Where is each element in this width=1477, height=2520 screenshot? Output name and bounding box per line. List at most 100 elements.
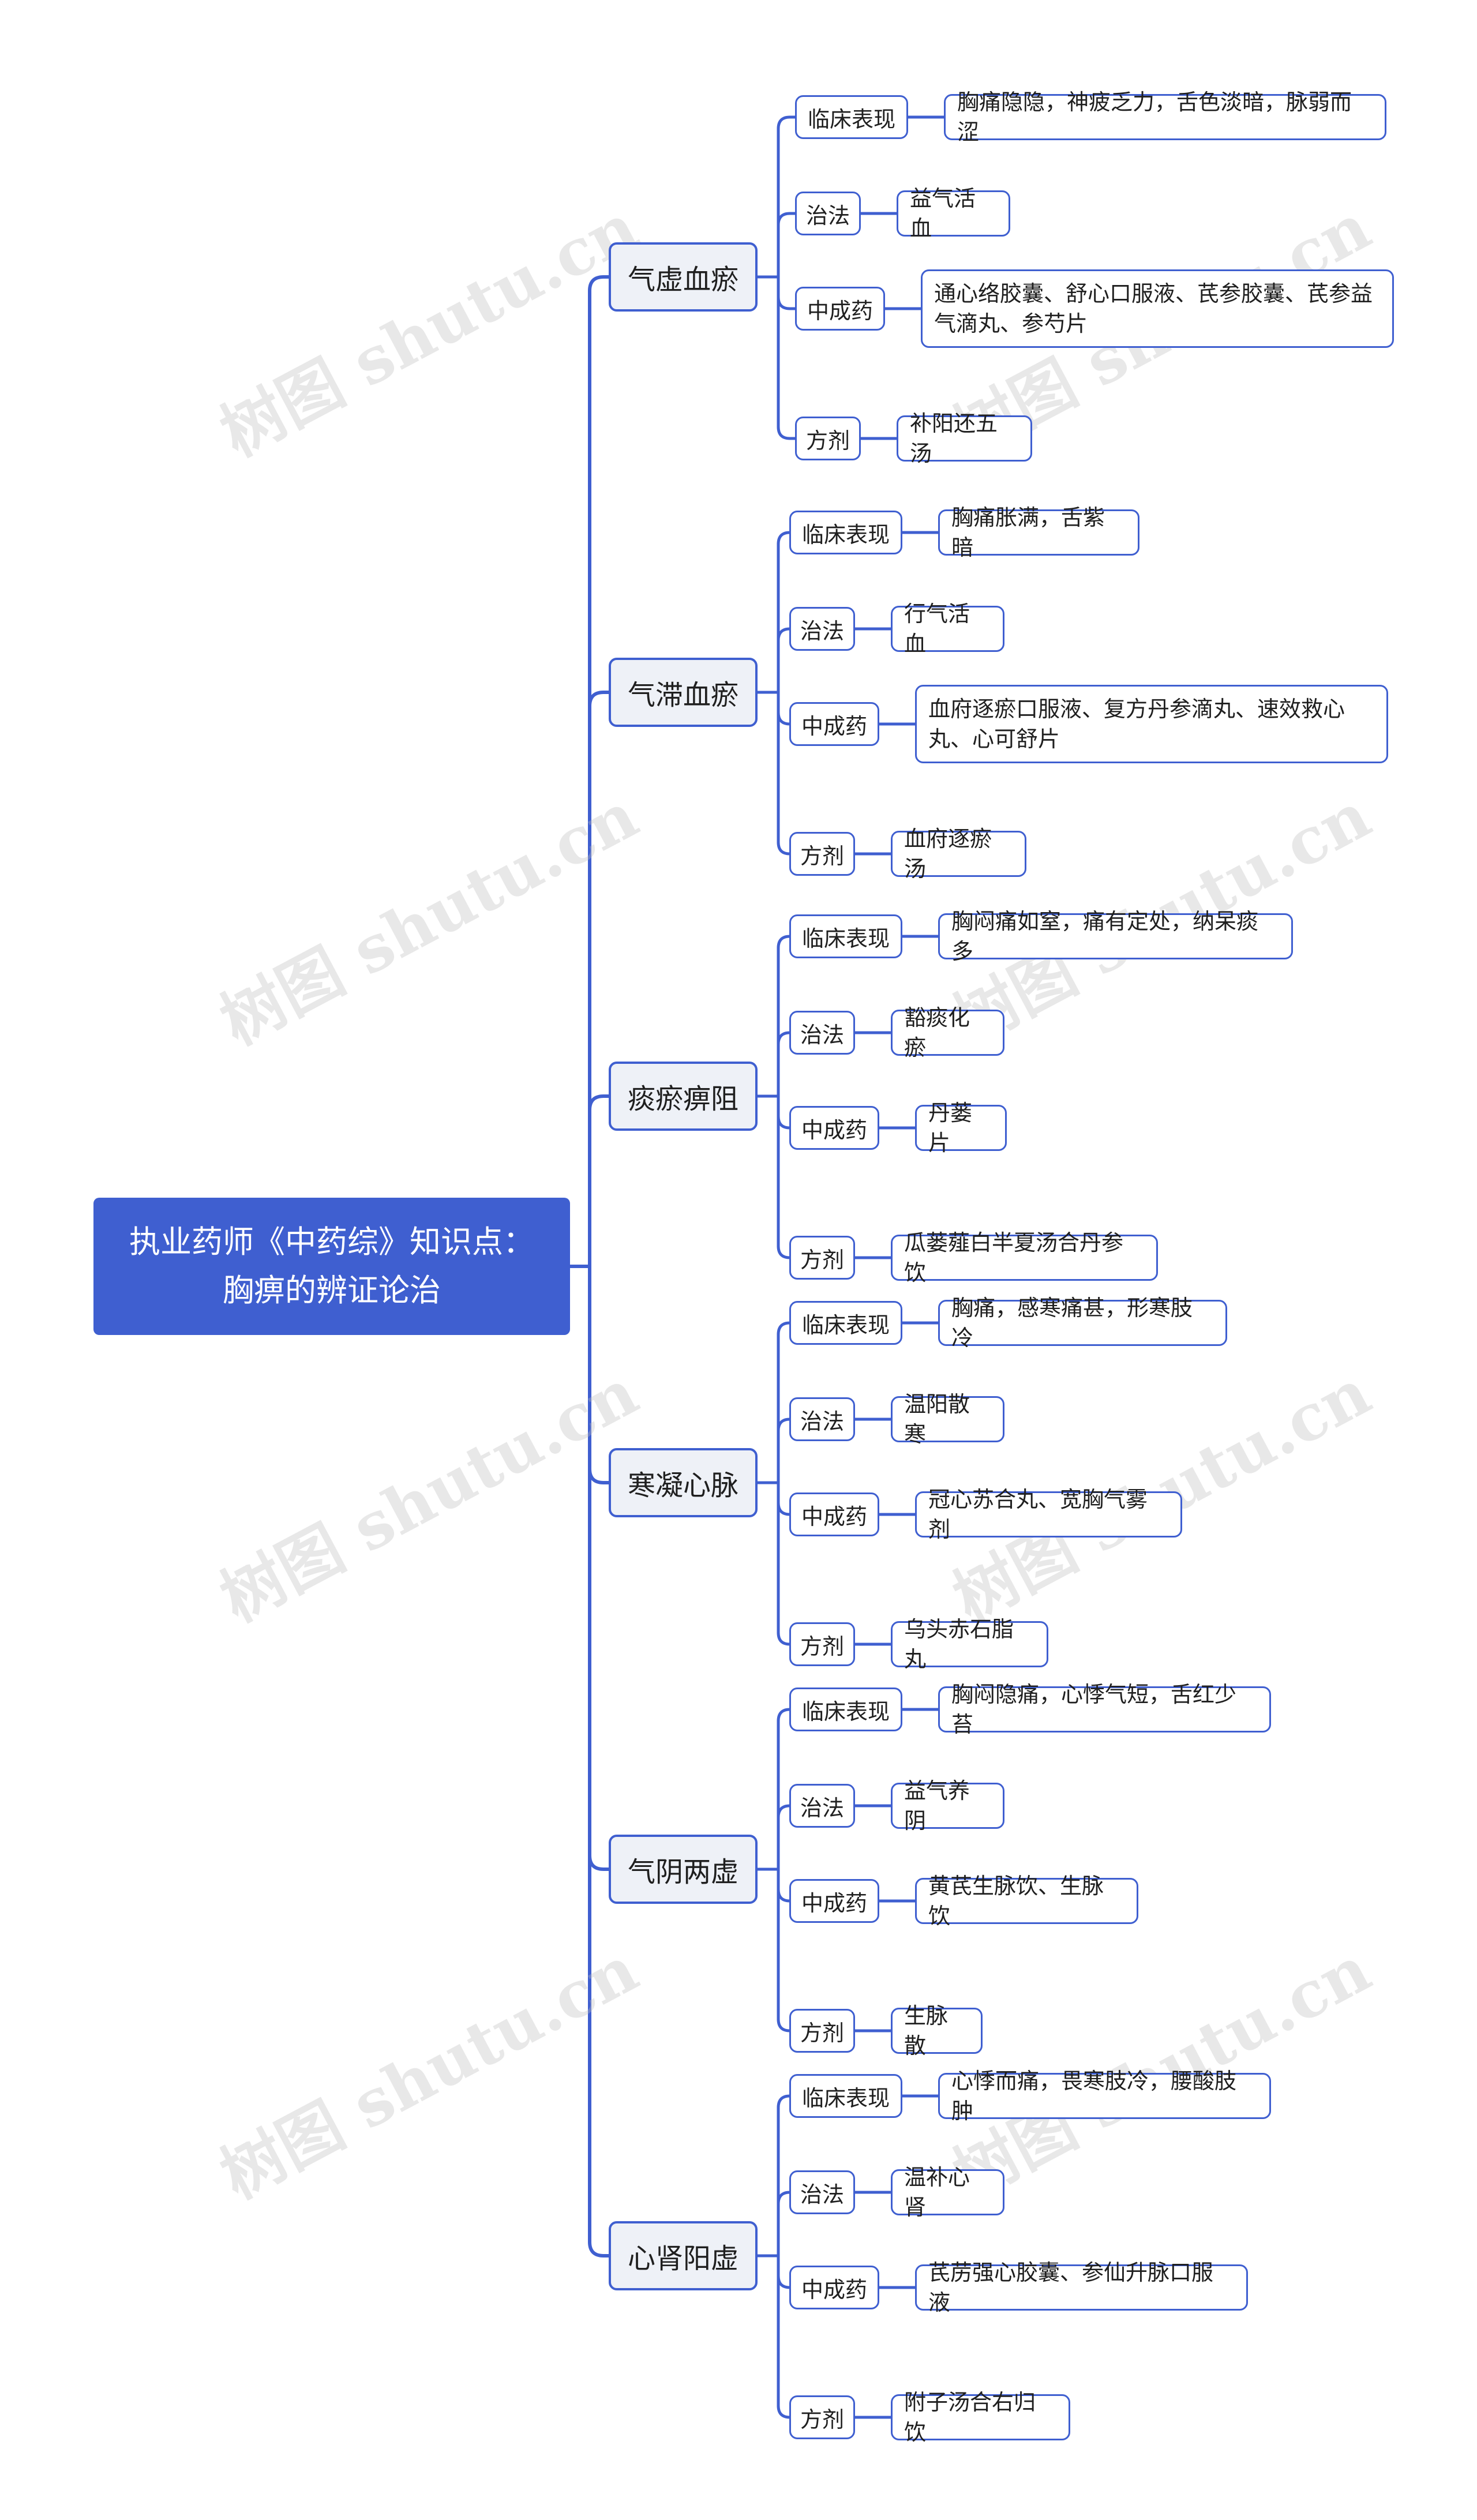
branch-1-item-1-label[interactable]: 临床表现	[795, 95, 908, 139]
branch-1-item-4-label[interactable]: 方剂	[795, 417, 861, 460]
connector-line	[777, 1094, 791, 1130]
branch-2-item-2-label[interactable]: 治法	[789, 607, 855, 651]
connector-line	[777, 1804, 791, 1871]
branch-6-item-1-label-text: 临床表现	[801, 2085, 890, 2111]
branch-1-item-4-label-text: 方剂	[805, 427, 850, 453]
branch-4-item-3-label[interactable]: 中成药	[789, 1492, 879, 1536]
branch-5-item-2-value[interactable]: 益气养阴	[891, 1778, 1004, 1833]
branch-5[interactable]: 气阴两虚	[609, 1835, 758, 1904]
branch-5-item-3-label[interactable]: 中成药	[789, 1879, 879, 1923]
branch-5-item-3-value-text: 黄芪生脉饮、生脉饮	[928, 1873, 1104, 1929]
branch-3-item-4-value[interactable]: 瓜蒌薤白半夏汤合丹参饮	[891, 1230, 1158, 1285]
branch-2-item-4-value-text: 血府逐瘀汤	[904, 826, 992, 882]
branch-1-item-2-label-text: 治法	[805, 202, 850, 228]
branch-2-item-2-value[interactable]: 行气活血	[891, 601, 1004, 657]
branch-6-item-1-value-text: 心悸而痛，畏寒肢冷，腰酸肢肿	[951, 2068, 1237, 2124]
branch-5-item-4-value[interactable]: 生脉散	[891, 2003, 983, 2058]
branch-4-item-2-label[interactable]: 治法	[789, 1397, 855, 1441]
branch-4-item-4-value[interactable]: 乌头赤石脂丸	[891, 1617, 1048, 1672]
branch-6-item-4-label[interactable]: 方剂	[789, 2395, 855, 2439]
branch-1-item-1-value[interactable]: 胸痛隐隐，神疲乏力，舌色淡暗，脉弱而涩	[944, 89, 1386, 145]
root-topic[interactable]: 执业药师《中药综》知识点：胸痹的辨证论治	[93, 1198, 570, 1335]
connector-line	[588, 1094, 610, 1268]
branch-5-item-1-label[interactable]: 临床表现	[789, 1687, 902, 1731]
branch-5-item-4-label-text: 方剂	[800, 2020, 844, 2046]
branch-6-item-2-value[interactable]: 温补心肾	[891, 2165, 1004, 2220]
branch-3-text: 痰瘀痹阻	[627, 1083, 738, 1115]
branch-4-item-3-value[interactable]: 冠心苏合丸、宽胸气雾剂	[915, 1487, 1182, 1542]
branch-2-item-4-value[interactable]: 血府逐瘀汤	[891, 826, 1026, 882]
branch-6-item-2-label-text: 治法	[800, 2181, 844, 2207]
connector-line	[588, 1265, 610, 2258]
branch-3-item-3-value[interactable]: 丹蒌片	[915, 1100, 1007, 1156]
branch-3-item-4-value-text: 瓜蒌薤白半夏汤合丹参饮	[904, 1230, 1124, 1285]
connector-line	[777, 1867, 791, 1903]
branch-5-item-2-value-text: 益气养阴	[904, 1778, 970, 1833]
branch-3-item-2-value[interactable]: 豁痰化瘀	[891, 1005, 1004, 1060]
connector-line	[777, 2254, 791, 2289]
branch-2-item-3-value-text: 血府逐瘀口服液、复方丹参滴丸、速效救心丸、心可舒片	[928, 696, 1345, 752]
branch-3-item-1-value[interactable]: 胸闷痛如窒，痛有定处，纳呆痰多	[938, 909, 1293, 964]
branch-6-item-4-value[interactable]: 附子汤合右归饮	[891, 2390, 1070, 2445]
branch-4[interactable]: 寒凝心脉	[609, 1448, 758, 1517]
branch-1[interactable]: 气虚血瘀	[609, 242, 758, 312]
branch-4-item-2-value-text: 温阳散寒	[904, 1392, 970, 1447]
branch-2-item-2-value-text: 行气活血	[904, 601, 970, 657]
branch-3-item-2-label-text: 治法	[800, 1022, 844, 1048]
branch-2-item-4-label-text: 方剂	[800, 843, 844, 869]
branch-2-item-3-label[interactable]: 中成药	[789, 702, 879, 746]
branch-4-item-3-label-text: 中成药	[801, 1503, 867, 1529]
branch-6-item-4-label-text: 方剂	[800, 2406, 844, 2432]
branch-5-item-4-value-text: 生脉散	[904, 2003, 949, 2058]
branch-2-item-4-label[interactable]: 方剂	[789, 832, 855, 876]
connector-line	[777, 531, 791, 694]
branch-4-item-2-value[interactable]: 温阳散寒	[891, 1392, 1004, 1447]
branch-2-item-1-value[interactable]: 胸痛胀满，舌紫暗	[938, 505, 1139, 560]
branch-3-item-1-value-text: 胸闷痛如窒，痛有定处，纳呆痰多	[951, 909, 1259, 964]
connector-line	[777, 212, 797, 279]
branch-1-item-2-value[interactable]: 益气活血	[897, 186, 1010, 241]
branch-3-item-4-label-text: 方剂	[800, 1247, 844, 1273]
branch-5-item-1-value-text: 胸闷隐痛，心悸气短，舌红少苔	[951, 1682, 1237, 1737]
branch-3[interactable]: 痰瘀痹阻	[609, 1062, 758, 1131]
branch-2-item-3-value[interactable]: 血府逐瘀口服液、复方丹参滴丸、速效救心丸、心可舒片	[915, 685, 1388, 763]
branch-6-item-1-label[interactable]: 临床表现	[789, 2074, 902, 2118]
branch-3-item-1-label[interactable]: 临床表现	[789, 914, 902, 958]
branch-4-item-1-label[interactable]: 临床表现	[789, 1301, 902, 1345]
connector-line	[588, 275, 610, 1268]
branch-1-item-4-value-text: 补阳还五汤	[910, 411, 998, 466]
connector-line	[777, 2191, 791, 2258]
branch-5-item-4-label[interactable]: 方剂	[789, 2009, 855, 2053]
branch-6-item-2-label[interactable]: 治法	[789, 2170, 855, 2214]
connector-line	[777, 1031, 791, 1098]
branch-3-item-4-label[interactable]: 方剂	[789, 1236, 855, 1280]
branch-4-item-1-value[interactable]: 胸痛，感寒痛甚，形寒肢冷	[938, 1295, 1227, 1351]
branch-2-item-1-label[interactable]: 临床表现	[789, 511, 902, 554]
branch-5-item-2-label-text: 治法	[800, 1795, 844, 1821]
connector-line	[777, 275, 797, 440]
branch-1-item-3-value[interactable]: 通心络胶囊、舒心口服液、芪参胶囊、芪参益气滴丸、参芍片	[921, 269, 1394, 348]
branch-3-item-3-label[interactable]: 中成药	[789, 1106, 879, 1150]
branch-3-item-2-value-text: 豁痰化瘀	[904, 1005, 970, 1060]
branch-5-item-2-label[interactable]: 治法	[789, 1784, 855, 1828]
branch-4-item-4-label[interactable]: 方剂	[789, 1622, 855, 1666]
connector-line	[777, 691, 791, 726]
branch-2[interactable]: 气滞血瘀	[609, 658, 758, 727]
branch-4-text: 寒凝心脉	[627, 1469, 738, 1502]
branch-6-item-3-label[interactable]: 中成药	[789, 2266, 879, 2309]
branch-4-item-1-value-text: 胸痛，感寒痛甚，形寒肢冷	[951, 1295, 1193, 1351]
branch-3-item-2-label[interactable]: 治法	[789, 1011, 855, 1055]
connector-line	[588, 1265, 610, 1484]
branch-6[interactable]: 心肾阳虚	[609, 2221, 758, 2290]
branch-6-item-4-value-text: 附子汤合右归饮	[904, 2390, 1036, 2445]
branch-5-item-3-label-text: 中成药	[801, 1890, 867, 1916]
branch-5-item-1-value[interactable]: 胸闷隐痛，心悸气短，舌红少苔	[938, 1682, 1271, 1737]
branch-6-item-1-value[interactable]: 心悸而痛，畏寒肢冷，腰酸肢肿	[938, 2068, 1271, 2124]
branch-1-item-4-value[interactable]: 补阳还五汤	[897, 411, 1032, 466]
branch-6-item-3-value[interactable]: 芪苈强心胶囊、参仙升脉口服液	[915, 2260, 1248, 2315]
branch-1-item-2-label[interactable]: 治法	[795, 192, 861, 235]
branch-3-item-3-value-text: 丹蒌片	[928, 1100, 973, 1156]
branch-1-item-3-label[interactable]: 中成药	[795, 287, 885, 331]
branch-5-item-3-value[interactable]: 黄芪生脉饮、生脉饮	[915, 1873, 1138, 1929]
connector-line	[777, 115, 797, 279]
